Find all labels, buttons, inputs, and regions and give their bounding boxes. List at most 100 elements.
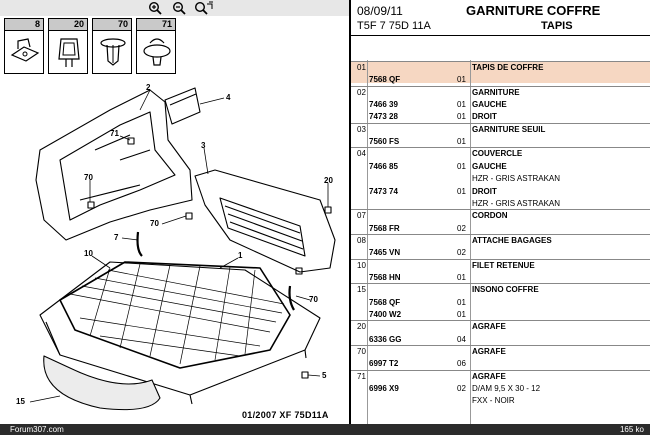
callout-label: 70 xyxy=(309,295,318,304)
group-separator xyxy=(351,234,650,235)
clip-70 xyxy=(87,201,95,209)
table-row[interactable]: HZR - GRIS ASTRAKAN xyxy=(351,198,650,210)
clip-5 xyxy=(301,371,309,379)
thumbnail-item[interactable]: 8 xyxy=(4,18,44,74)
push-rivet-icon xyxy=(100,38,126,66)
header-divider xyxy=(351,35,650,36)
bracket-clip-icon xyxy=(10,38,40,62)
selected-row-highlight xyxy=(351,61,650,83)
part-reference: 6996 X9 xyxy=(369,384,399,393)
thumbnail-number: 20 xyxy=(49,19,87,31)
part-description: AGRAFE xyxy=(472,322,506,331)
cord-part-7b xyxy=(288,285,295,311)
column-divider xyxy=(470,60,471,424)
callout-label: 70 xyxy=(84,173,93,182)
zoom-in-icon[interactable] xyxy=(148,1,162,15)
table-row[interactable]: 07 CORDON xyxy=(351,210,650,222)
page-subtitle: TAPIS xyxy=(541,20,573,32)
trunk-floor-mat xyxy=(39,261,321,396)
thumbnail-item[interactable]: 70 xyxy=(92,18,132,74)
part-reference: 6336 GG xyxy=(369,335,402,344)
part-quantity: 01 xyxy=(457,100,466,109)
part-quantity: 01 xyxy=(457,137,466,146)
retaining-net xyxy=(59,261,291,369)
part-reference: 7400 W2 xyxy=(369,310,402,319)
callout-label: 20 xyxy=(324,176,333,185)
part-quantity: 06 xyxy=(457,359,466,368)
thumbnail-item[interactable]: 71 xyxy=(136,18,176,74)
part-description: DROIT xyxy=(472,187,497,196)
clip-20 xyxy=(324,206,332,214)
part-reference: 7568 QF xyxy=(369,75,401,84)
part-quantity: 02 xyxy=(457,224,466,233)
thumbnail-number: 8 xyxy=(5,19,43,31)
zoom-fit-icon[interactable] xyxy=(194,1,214,15)
group-separator xyxy=(351,370,650,371)
table-row[interactable]: HZR - GRIS ASTRAKAN xyxy=(351,173,650,185)
part-quantity: 01 xyxy=(457,273,466,282)
diagram-pane: 8 20 70 xyxy=(0,0,350,420)
clip-icon xyxy=(58,38,80,67)
part-quantity: 01 xyxy=(457,112,466,121)
part-description: CORDON xyxy=(472,211,508,220)
part-description: AGRAFE xyxy=(472,372,506,381)
table-row[interactable]: 71 AGRAFE xyxy=(351,371,650,383)
callout-labels: 2 4 71 3 70 20 70 7 10 1 70 5 15 xyxy=(16,83,333,406)
group-separator xyxy=(351,123,650,124)
thumbnail-item[interactable]: 20 xyxy=(48,18,88,74)
callout-label: 5 xyxy=(322,371,327,380)
part-quantity: 01 xyxy=(457,162,466,171)
thumbnail-strip: 8 20 70 xyxy=(4,18,176,76)
clip-70 xyxy=(295,267,303,275)
part-description: COUVERCLE xyxy=(472,149,523,158)
part-reference: 7473 74 xyxy=(369,187,398,196)
callout-label: 70 xyxy=(150,219,159,228)
part-description: GARNITURE xyxy=(472,88,520,97)
group-separator xyxy=(351,61,650,62)
part-group-number: 10 xyxy=(357,261,366,270)
group-separator xyxy=(351,86,650,87)
parts-list-pane: 08/09/11 GARNITURE COFFRE T5F 7 75D 11A … xyxy=(351,0,650,424)
part-reference: 7465 VN xyxy=(369,248,401,257)
fastener-icon xyxy=(143,38,171,66)
part-quantity: 01 xyxy=(457,310,466,319)
cord-part-7 xyxy=(136,231,143,257)
group-separator xyxy=(351,209,650,210)
part-reference: 7473 28 xyxy=(369,112,398,121)
part-group-number: 71 xyxy=(357,372,366,381)
part-group-number: 07 xyxy=(357,211,366,220)
part-description: INSONO COFFRE xyxy=(472,285,539,294)
pane-divider xyxy=(349,0,351,424)
part-group-number: 03 xyxy=(357,125,366,134)
zoom-out-icon[interactable] xyxy=(172,1,186,15)
thumbnail-number: 70 xyxy=(93,19,131,31)
table-row[interactable]: 7400 W2 01 xyxy=(351,309,650,321)
table-row[interactable]: FXX - NOIR xyxy=(351,395,650,407)
callout-label: 15 xyxy=(16,397,25,406)
right-trim-panel xyxy=(194,169,336,273)
thumbnail-number: 71 xyxy=(137,19,175,31)
part-description: GAUCHE xyxy=(472,162,507,171)
